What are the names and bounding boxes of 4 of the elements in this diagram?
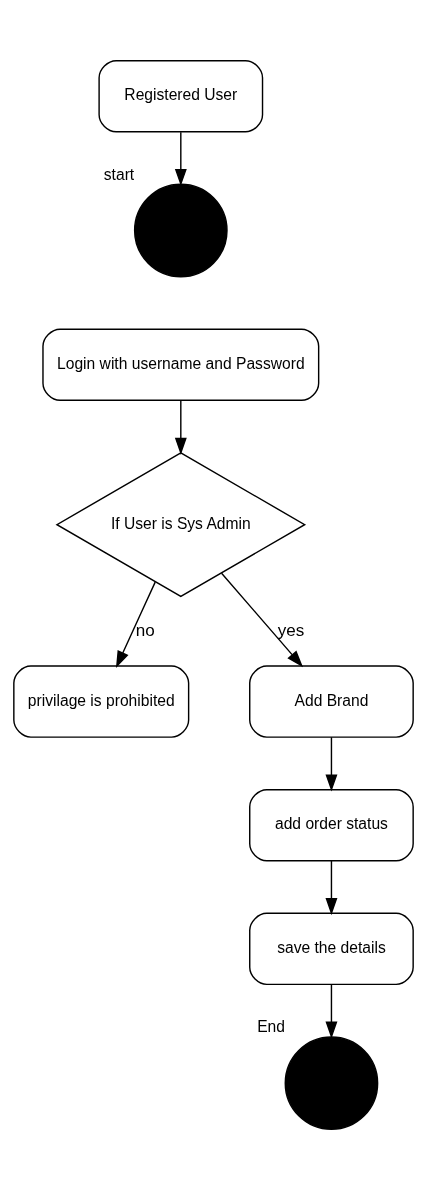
edge-label: no [135,620,155,640]
edge-label: yes [277,620,305,640]
node-label: start [103,165,135,183]
node-label: End [257,1018,285,1036]
